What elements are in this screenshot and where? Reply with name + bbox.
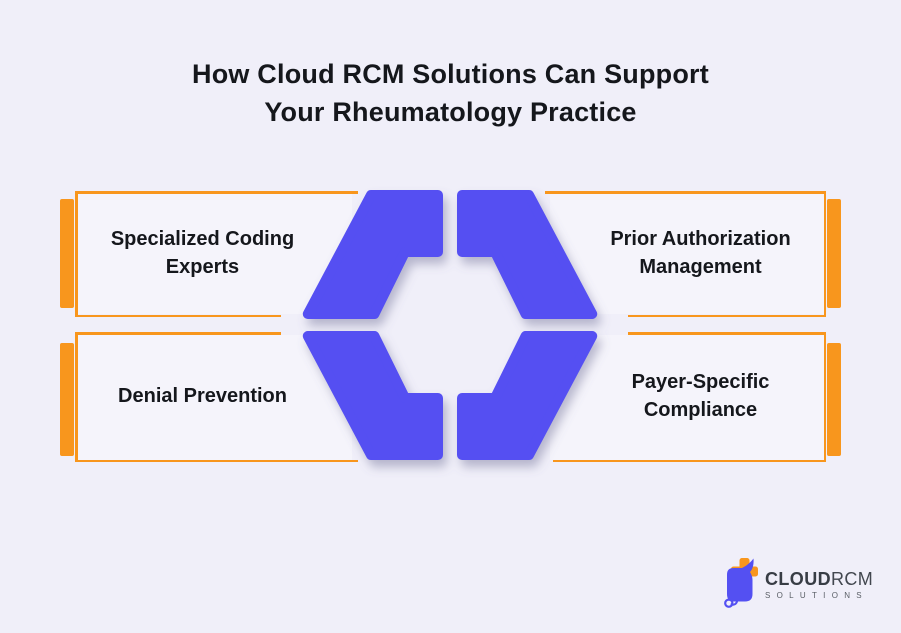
cloudrcm-logo: CLOUDRCM SOLUTIONS: [722, 557, 873, 609]
card-bottom-right-fill: [550, 334, 824, 460]
cloudrcm-logo-text: CLOUDRCM SOLUTIONS: [765, 557, 873, 600]
card-top-right-label: Prior Authorization Management: [610, 228, 791, 278]
card-top-left-tab: [60, 199, 74, 308]
card-bottom-right-tab: [827, 343, 841, 456]
cloudrcm-logo-subtitle: SOLUTIONS: [765, 591, 868, 600]
hexagon-quadrant-bottom-right: [457, 331, 598, 460]
hexagon-quadrant-top-right: [457, 190, 598, 319]
card-bottom-right-border-bottom: [553, 459, 826, 462]
card-top-right-border-bottom: [628, 314, 826, 317]
card-top-left-label: Specialized Coding Experts: [110, 228, 295, 278]
cloudrcm-logo-name: CLOUDRCM: [765, 570, 873, 588]
card-bottom-left-border-left: [75, 332, 78, 462]
card-bottom-left-tab: [60, 343, 74, 456]
card-top-left-border-left: [75, 191, 78, 317]
card-bottom-left-label: Denial Prevention: [118, 385, 287, 408]
card-top-right-border-right: [823, 191, 826, 317]
card-top-right-border-top: [545, 191, 826, 194]
card-bottom-left-fill: [77, 334, 352, 460]
card-top-right-tab: [827, 199, 841, 308]
card-bottom-right-label: Payer-Specific Compliance: [631, 371, 770, 421]
card-bottom-right-border-top: [628, 332, 826, 335]
logo-name-cloud: CLOUD: [765, 569, 831, 589]
card-top-right-fill: [550, 193, 824, 314]
hexagon-quadrant-bottom-left: [302, 331, 443, 460]
cloudrcm-logo-icon: [724, 558, 758, 608]
hexagon-quadrant-top-left: [302, 190, 443, 319]
card-bottom-right-border-right: [823, 332, 826, 462]
logo-name-rcm: RCM: [831, 569, 874, 589]
card-bottom-left-border-bottom: [75, 459, 358, 462]
card-top-left-fill: [77, 193, 352, 314]
card-top-left-border-bottom: [75, 314, 281, 317]
card-bottom-left-border-top: [75, 332, 281, 335]
page-title: How Cloud RCM Solutions Can Support Your…: [192, 59, 709, 127]
card-top-left-border-top: [75, 191, 358, 194]
